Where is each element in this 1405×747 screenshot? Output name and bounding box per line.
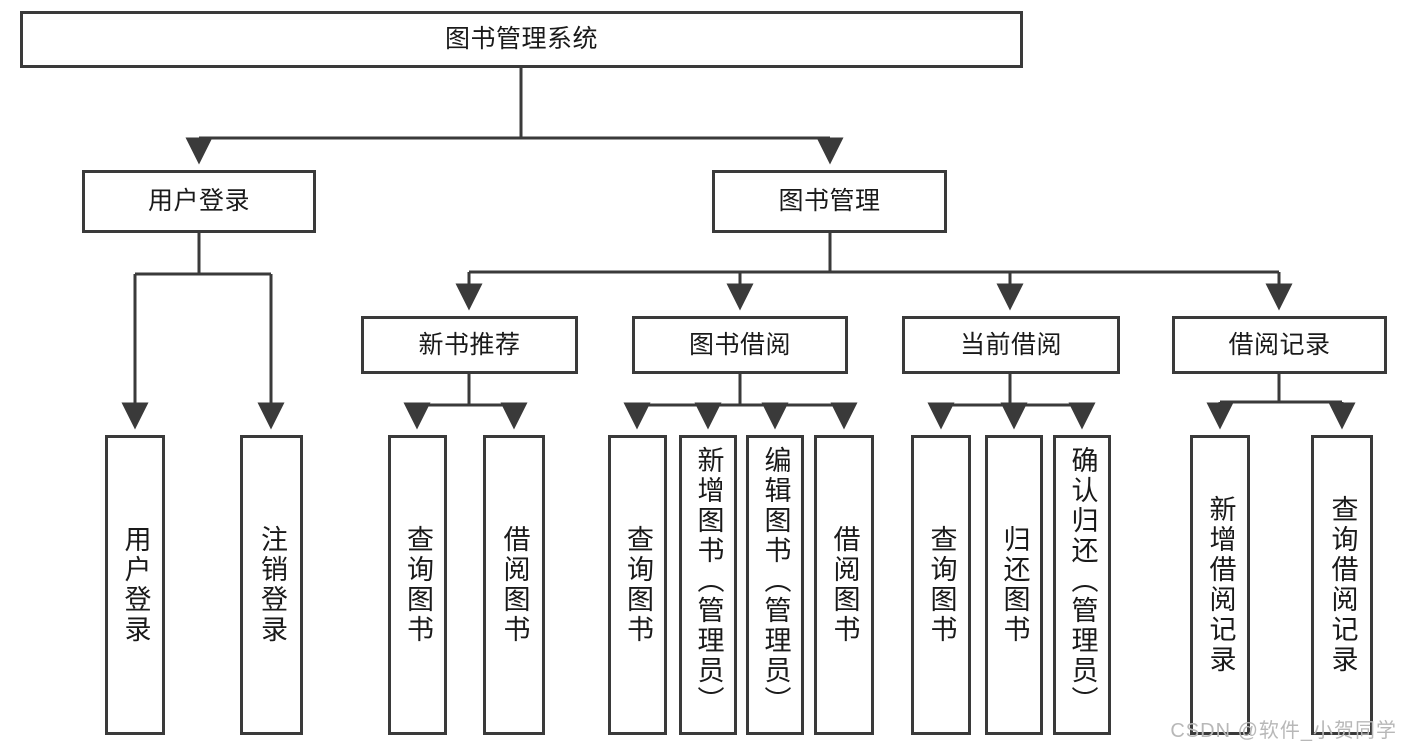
node-current-borrow[interactable]: 当前借阅 xyxy=(902,316,1120,374)
leaf-borrow-book-2-label: 借阅图书 xyxy=(829,525,860,645)
node-book-manage[interactable]: 图书管理 xyxy=(712,170,947,233)
leaf-borrow-book-2[interactable]: 借阅图书 xyxy=(814,435,874,735)
leaf-add-book[interactable]: 新增图书（管理员） xyxy=(679,435,737,735)
leaf-query-book-2[interactable]: 查询图书 xyxy=(608,435,667,735)
leaf-query-record-label: 查询借阅记录 xyxy=(1327,495,1358,675)
leaf-return-book-label: 归还图书 xyxy=(999,525,1030,645)
leaf-edit-book-label: 编辑图书（管理员） xyxy=(760,446,791,716)
node-new-book-rec-label: 新书推荐 xyxy=(418,330,521,359)
leaf-confirm-return[interactable]: 确认归还（管理员） xyxy=(1053,435,1111,735)
leaf-query-record[interactable]: 查询借阅记录 xyxy=(1311,435,1373,735)
leaf-query-book-2-label: 查询图书 xyxy=(623,525,653,645)
leaf-return-book[interactable]: 归还图书 xyxy=(985,435,1043,735)
node-current-borrow-label: 当前借阅 xyxy=(959,330,1062,359)
node-root-label: 图书管理系统 xyxy=(444,25,598,54)
leaf-borrow-book-1[interactable]: 借阅图书 xyxy=(483,435,545,735)
leaf-logout[interactable]: 注销登录 xyxy=(240,435,303,735)
leaf-query-book-3[interactable]: 查询图书 xyxy=(911,435,971,735)
leaf-user-login-label: 用户登录 xyxy=(120,525,151,645)
watermark: CSDN @软件_小贺同学 xyxy=(1170,720,1397,742)
leaf-confirm-return-label: 确认归还（管理员） xyxy=(1067,446,1098,716)
leaf-borrow-book-1-label: 借阅图书 xyxy=(499,525,530,645)
node-new-book-rec[interactable]: 新书推荐 xyxy=(361,316,578,374)
node-user-login-label: 用户登录 xyxy=(147,187,250,216)
node-borrow-record[interactable]: 借阅记录 xyxy=(1172,316,1387,374)
node-user-login[interactable]: 用户登录 xyxy=(82,170,316,233)
node-borrow-record-label: 借阅记录 xyxy=(1228,330,1331,359)
node-book-borrow[interactable]: 图书借阅 xyxy=(632,316,848,374)
leaf-query-book-1[interactable]: 查询图书 xyxy=(388,435,447,735)
leaf-user-login[interactable]: 用户登录 xyxy=(105,435,165,735)
node-root[interactable]: 图书管理系统 xyxy=(20,11,1023,68)
leaf-edit-book[interactable]: 编辑图书（管理员） xyxy=(746,435,804,735)
leaf-query-book-1-label: 查询图书 xyxy=(403,525,433,645)
leaf-logout-label: 注销登录 xyxy=(257,525,287,645)
leaf-add-record-label: 新增借阅记录 xyxy=(1205,495,1236,675)
leaf-add-record[interactable]: 新增借阅记录 xyxy=(1190,435,1250,735)
node-book-manage-label: 图书管理 xyxy=(778,187,881,216)
leaf-add-book-label: 新增图书（管理员） xyxy=(693,446,724,716)
node-book-borrow-label: 图书借阅 xyxy=(688,330,791,359)
leaf-query-book-3-label: 查询图书 xyxy=(926,525,957,645)
